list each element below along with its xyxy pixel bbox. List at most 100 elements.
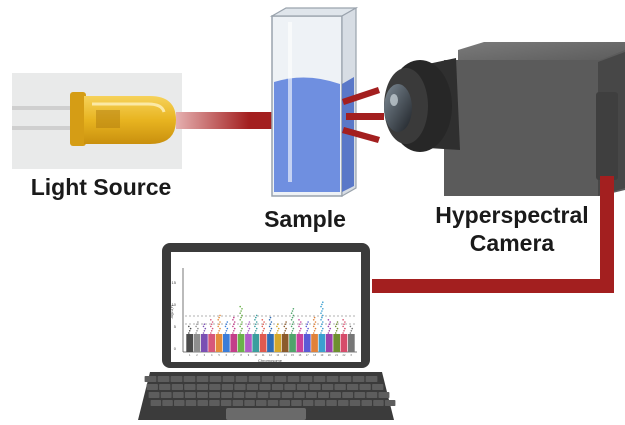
- led-lead-top: [12, 106, 82, 110]
- keyboard-key: [274, 376, 287, 382]
- plot-point: [255, 327, 258, 330]
- plot-point: [233, 330, 235, 332]
- plot-point: [321, 303, 323, 306]
- plot-point: [269, 323, 272, 326]
- camera-top: [458, 42, 625, 64]
- plot-point: [240, 330, 242, 332]
- keyboard-key: [326, 400, 337, 406]
- plot-point: [336, 321, 339, 323]
- plot-point: [239, 319, 241, 321]
- keyboard-key: [305, 392, 317, 398]
- plot-point: [218, 323, 220, 326]
- plot-point: [233, 316, 235, 319]
- plot-point-cluster: [333, 334, 340, 352]
- plot-point: [268, 319, 271, 321]
- plot-point: [277, 327, 280, 330]
- plot-point: [188, 325, 190, 328]
- plot-x-tick: 14: [284, 353, 287, 357]
- plot-x-tick: 20: [328, 353, 331, 357]
- plot-point: [246, 332, 249, 334]
- keyboard-key: [287, 376, 300, 382]
- plot-point: [255, 314, 258, 317]
- keyboard-key: [174, 400, 185, 406]
- plot-point: [188, 330, 191, 332]
- camera-label-line1: Hyperspectral: [435, 202, 589, 228]
- light-source-label: Light Source: [30, 174, 172, 200]
- plot-point: [342, 325, 344, 328]
- keyboard-key: [284, 384, 296, 390]
- keyboard-key: [197, 392, 208, 398]
- plot-point: [327, 332, 330, 334]
- scattered-rays: [342, 87, 384, 143]
- keyboard-key: [352, 376, 365, 382]
- keyboard-key: [330, 392, 341, 398]
- plot-point: [312, 325, 315, 328]
- plot-point: [188, 332, 190, 334]
- plot-point: [232, 319, 234, 321]
- plot-point: [291, 323, 294, 326]
- led-lead-bottom: [12, 126, 82, 130]
- keyboard-key: [279, 400, 290, 406]
- plot-x-tick: X: [350, 353, 352, 357]
- plot-point: [292, 308, 295, 310]
- plot-point: [268, 325, 271, 328]
- keyboard-key: [281, 392, 293, 398]
- keyboard-key: [170, 376, 183, 382]
- plot-point: [269, 316, 272, 319]
- plot-point-cluster: [201, 334, 208, 352]
- keyboard-key: [342, 392, 354, 398]
- led-flange: [70, 92, 86, 146]
- keyboard-key: [234, 384, 246, 390]
- plot-point: [321, 316, 323, 319]
- plot-x-tick: 15: [291, 353, 294, 357]
- plot-point: [240, 316, 242, 319]
- plot-point: [336, 327, 339, 330]
- plot-point: [218, 316, 220, 319]
- plot-point: [276, 332, 278, 334]
- plot-point: [343, 323, 345, 326]
- keyboard-key: [372, 384, 384, 390]
- plot-point: [224, 325, 227, 328]
- plot-point: [314, 321, 317, 323]
- plot-y-tick: 0: [174, 346, 177, 351]
- keyboard-key: [293, 392, 305, 398]
- camera-body: [444, 50, 625, 196]
- plot-point: [240, 310, 242, 312]
- keyboard-key: [318, 392, 329, 398]
- camera-cable: [372, 176, 614, 293]
- keyboard-key: [183, 376, 196, 382]
- lens-glint: [390, 94, 398, 106]
- plot-point-cluster: [208, 334, 215, 352]
- plot-point: [224, 332, 227, 334]
- plot-point: [306, 323, 309, 326]
- plot-y-label: -log10(P): [170, 305, 174, 319]
- plot-point: [320, 319, 322, 321]
- plot-x-tick: 13: [276, 353, 279, 357]
- plot-point: [219, 314, 221, 317]
- keyboard-key: [232, 400, 244, 406]
- led-highlight: [92, 102, 166, 113]
- plot-point: [313, 330, 316, 332]
- sample-liquid: [274, 77, 340, 192]
- keyboard-key: [296, 384, 309, 390]
- plot-point: [210, 323, 213, 326]
- plot-x-tick: 10: [254, 353, 257, 357]
- plot-point: [307, 327, 309, 330]
- plot-point: [313, 323, 316, 326]
- plot-point: [292, 321, 295, 323]
- plot-point: [217, 319, 219, 321]
- plot-point: [255, 330, 257, 332]
- plot-point: [247, 330, 250, 332]
- plot-point-cluster: [267, 334, 274, 352]
- plot-point-cluster: [237, 334, 245, 352]
- plot-point: [195, 325, 197, 328]
- keyboard-key: [257, 392, 269, 398]
- plot-x-tick: 7: [233, 353, 235, 357]
- plot-point: [344, 327, 346, 330]
- keyboard-key: [196, 384, 208, 390]
- plot-point: [349, 325, 352, 328]
- plot-point: [211, 327, 214, 330]
- plot-point: [239, 332, 241, 334]
- keyboard-key: [373, 400, 384, 406]
